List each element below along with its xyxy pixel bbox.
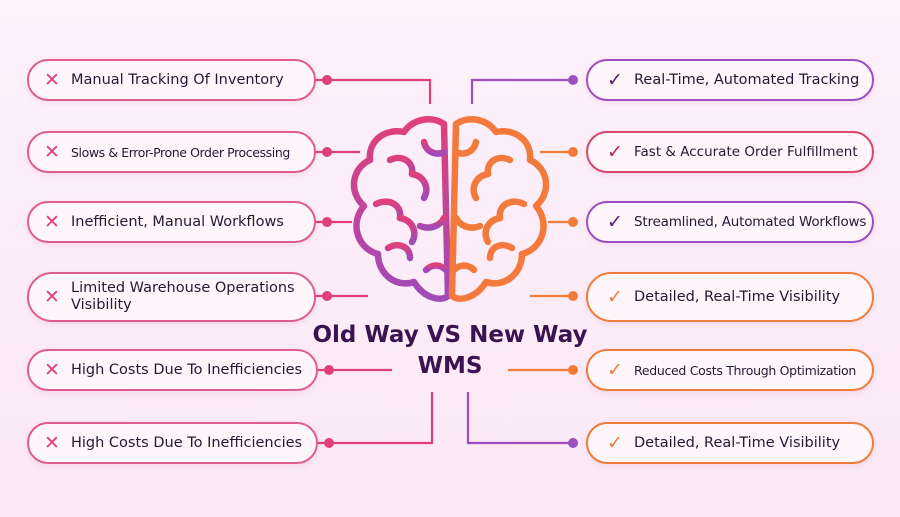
new-way-item-label: Detailed, Real-Time Visibility xyxy=(634,288,841,305)
new-way-item-3: ✓ Streamlined, Automated Workflows xyxy=(586,201,874,243)
old-way-item-4: ✕ Limited Warehouse Operations Visibilit… xyxy=(27,272,316,322)
connector-dot-left-6 xyxy=(324,438,334,448)
old-way-item-label: Limited Warehouse Operations Visibility xyxy=(71,280,295,313)
old-way-item-1: ✕ Manual Tracking Of Inventory xyxy=(27,59,316,101)
old-way-item-label: Manual Tracking Of Inventory xyxy=(71,71,284,88)
check-icon: ✓ xyxy=(607,210,623,233)
connector-dot-right-5 xyxy=(568,365,578,375)
new-way-item-label: Real-Time, Automated Tracking xyxy=(634,71,860,88)
connector-dot-left-4 xyxy=(322,291,332,301)
brain-right-hemisphere xyxy=(448,116,550,302)
connector-dot-left-2 xyxy=(322,147,332,157)
old-way-item-label: High Costs Due To Inefficiencies xyxy=(71,434,303,451)
connector-right-6 xyxy=(466,392,573,445)
old-way-item-5: ✕ High Costs Due To Inefficiencies xyxy=(27,349,318,391)
connector-dot-left-3 xyxy=(322,217,332,227)
old-way-item-label: High Costs Due To Inefficiencies xyxy=(71,361,303,378)
diagram-title: Old Way VS New Way WMS xyxy=(300,320,600,382)
x-icon: ✕ xyxy=(44,68,60,91)
connector-dot-right-2 xyxy=(568,147,578,157)
new-way-item-label: Detailed, Real-Time Visibility xyxy=(634,434,841,451)
new-way-item-5: ✓ Reduced Costs Through Optimization xyxy=(586,349,874,391)
connector-dot-right-1 xyxy=(568,75,578,85)
new-way-item-4: ✓ Detailed, Real-Time Visibility xyxy=(586,272,874,322)
connector-dot-right-6 xyxy=(568,438,578,448)
check-icon: ✓ xyxy=(607,431,623,454)
new-way-item-2: ✓ Fast & Accurate Order Fulfillment xyxy=(586,131,874,173)
old-way-item-label: Inefficient, Manual Workflows xyxy=(71,213,284,230)
connector-dot-left-5 xyxy=(324,365,334,375)
new-way-item-1: ✓ Real-Time, Automated Tracking xyxy=(586,59,874,101)
title-line-1: Old Way VS New Way xyxy=(312,322,588,348)
connector-right-1 xyxy=(470,78,573,104)
old-way-item-label: Slows & Error-Prone Order Processing xyxy=(71,144,290,160)
new-way-item-label: Reduced Costs Through Optimization xyxy=(634,362,857,378)
x-icon: ✕ xyxy=(44,210,60,233)
connector-dot-right-3 xyxy=(568,217,578,227)
check-icon: ✓ xyxy=(607,140,623,163)
check-icon: ✓ xyxy=(607,68,623,91)
brain-left-hemisphere xyxy=(350,116,452,302)
new-way-item-label: Fast & Accurate Order Fulfillment xyxy=(634,143,858,160)
connector-left-1 xyxy=(316,78,432,104)
connector-dot-left-1 xyxy=(322,75,332,85)
check-icon: ✓ xyxy=(607,358,623,381)
old-way-item-6: ✕ High Costs Due To Inefficiencies xyxy=(27,422,318,464)
check-icon: ✓ xyxy=(607,285,623,308)
new-way-item-label: Streamlined, Automated Workflows xyxy=(634,213,867,230)
x-icon: ✕ xyxy=(44,140,60,163)
brain-icon xyxy=(350,116,550,302)
title-line-2: WMS xyxy=(417,353,483,379)
connector-dot-right-4 xyxy=(568,291,578,301)
new-way-item-6: ✓ Detailed, Real-Time Visibility xyxy=(586,422,874,464)
old-way-item-2: ✕ Slows & Error-Prone Order Processing xyxy=(27,131,316,173)
old-way-item-3: ✕ Inefficient, Manual Workflows xyxy=(27,201,316,243)
x-icon: ✕ xyxy=(44,285,60,308)
x-icon: ✕ xyxy=(44,431,60,454)
x-icon: ✕ xyxy=(44,358,60,381)
connector-left-6 xyxy=(318,392,434,445)
